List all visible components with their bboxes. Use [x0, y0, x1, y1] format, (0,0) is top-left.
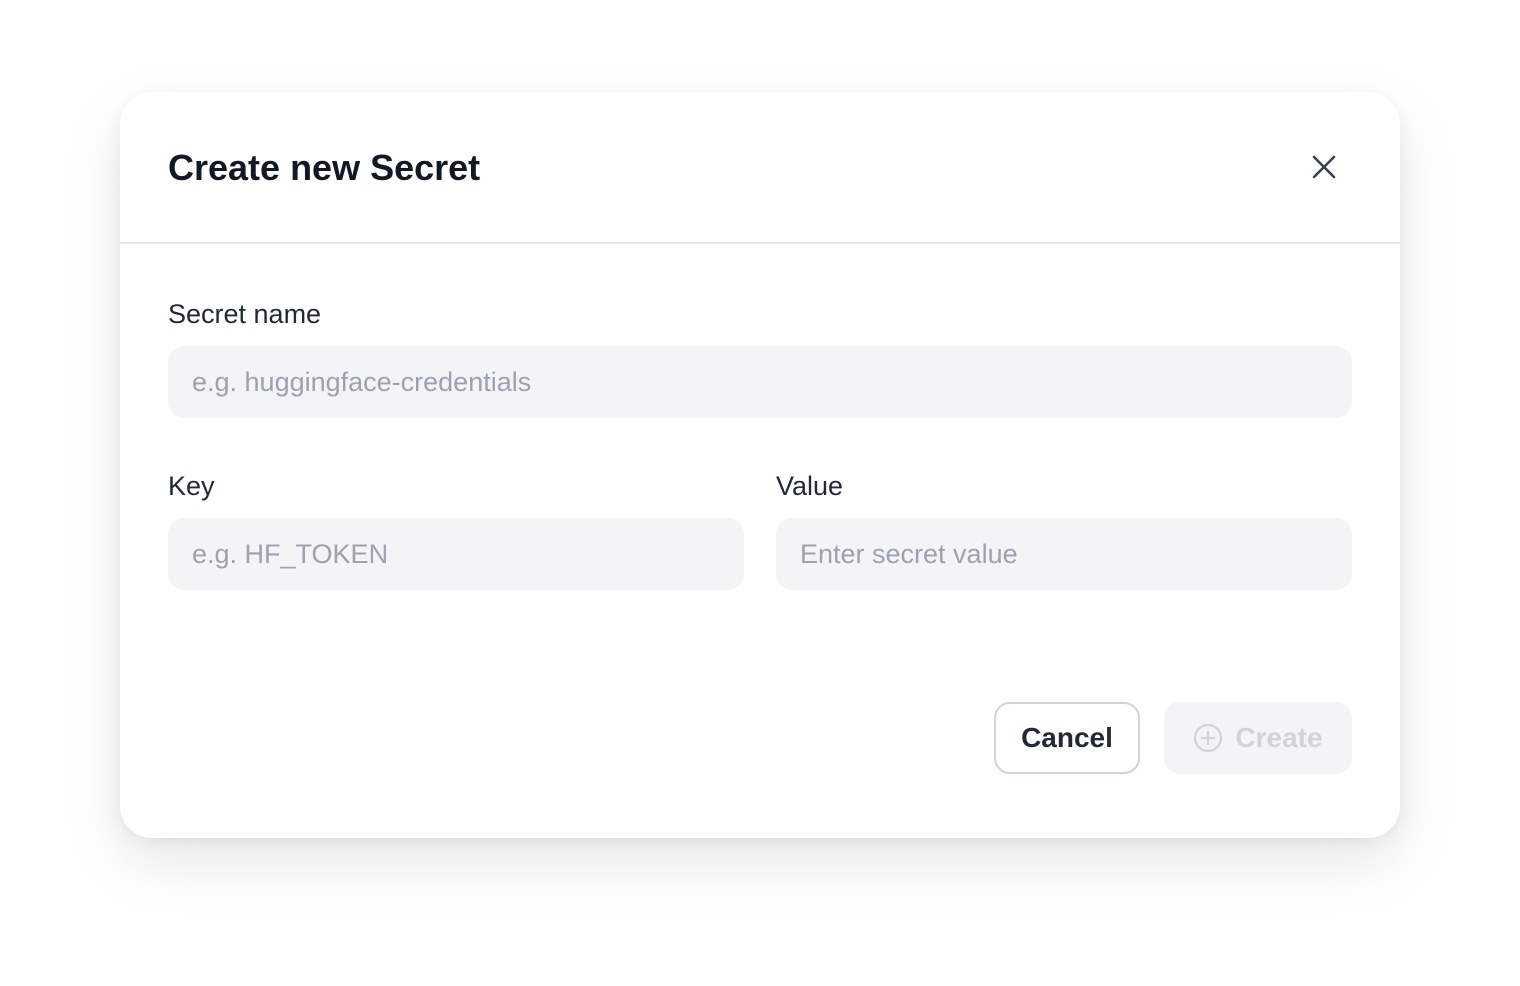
value-input[interactable]: [776, 518, 1352, 590]
value-label: Value: [776, 471, 844, 501]
secret-name-input[interactable]: [168, 346, 1352, 418]
dialog-header: Create new Secret: [120, 92, 1400, 244]
close-icon: [1311, 154, 1337, 183]
create-button[interactable]: Create: [1164, 702, 1352, 774]
key-input[interactable]: [168, 518, 744, 590]
create-button-label: Create: [1235, 722, 1323, 753]
key-label: Key: [168, 471, 215, 501]
secret-name-label: Secret name: [168, 299, 322, 329]
dialog-title: Create new Secret: [168, 147, 481, 188]
cancel-button[interactable]: Cancel: [994, 702, 1140, 774]
plus-circle-icon: [1193, 723, 1223, 753]
close-button[interactable]: [1300, 144, 1348, 192]
create-secret-dialog: Create new Secret Secret name Key Value …: [120, 92, 1400, 838]
